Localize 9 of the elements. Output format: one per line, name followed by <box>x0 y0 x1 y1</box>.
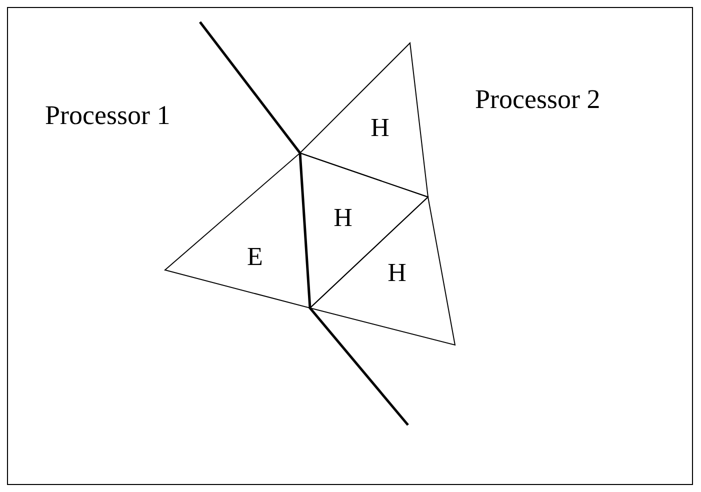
element-label: H <box>370 115 390 141</box>
element-label: H <box>388 260 406 286</box>
element-label: H <box>334 205 352 231</box>
mesh-triangle <box>300 43 428 197</box>
mesh-triangle <box>165 153 310 308</box>
region-label: Processor 2 <box>475 84 600 114</box>
element-label: E <box>247 244 263 270</box>
region-label: Processor 1 <box>45 100 170 130</box>
mesh-triangle <box>310 197 455 345</box>
